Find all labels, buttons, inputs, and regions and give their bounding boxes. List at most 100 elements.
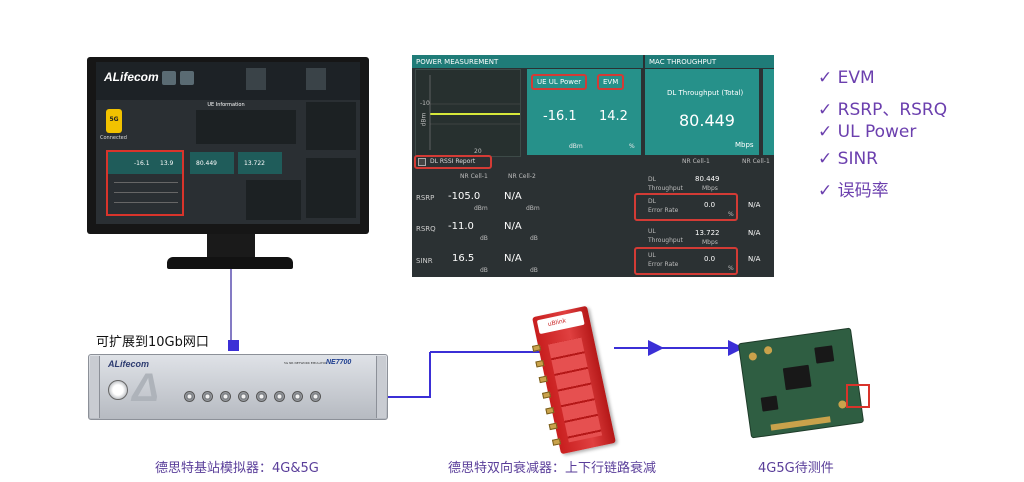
power-measurement-header: POWER MEASUREMENT <box>412 55 643 68</box>
base-station-simulator <box>88 354 388 420</box>
dl-error-rate-cell2: N/A <box>748 201 761 209</box>
evm-value: 14.2 <box>599 109 628 124</box>
caption-dut: 4G5G待测件 <box>758 461 834 476</box>
dl-throughput-total-unit: Mbps <box>735 141 754 149</box>
rsrp-unit: dBm <box>474 205 488 212</box>
x-tick: 20 <box>474 148 482 155</box>
measurement-panel: POWER MEASUREMENT MAC THROUGHPUT -10 dBm… <box>412 55 774 277</box>
screen-dl-tput: 80.449 <box>196 160 217 167</box>
sma-connector-icon <box>548 422 558 431</box>
rf-port-icon <box>310 391 321 402</box>
ethernet-port-icon <box>228 340 239 351</box>
next-tile-edge <box>763 69 774 155</box>
chip-icon <box>814 345 835 364</box>
screen-info-table <box>196 110 296 144</box>
mac-throughput-header: MAC THROUGHPUT <box>645 55 774 68</box>
sma-connector-icon <box>545 406 555 415</box>
dl-error-rate-value: 0.0 <box>704 201 716 209</box>
ul-error-rate-cell2: N/A <box>748 255 761 263</box>
rf-port-icon <box>202 391 213 402</box>
rsrq-cell2-value: N/A <box>504 221 522 232</box>
base-station-brand: ALifecom <box>108 359 150 369</box>
dl-throughput-total-value: 80.449 <box>679 111 735 130</box>
rssi-report-label: DL RSSI Report <box>430 158 476 165</box>
screen-evm: 13.9 <box>160 160 174 167</box>
sma-connector-icon <box>541 391 552 399</box>
rssi-report-box <box>414 155 492 169</box>
rsrq-unit: dB <box>480 235 488 242</box>
screen-power-tile: -16.1 13.9 <box>108 152 182 174</box>
sma-connector-icon <box>551 438 562 446</box>
sma-connector-icon <box>763 345 773 355</box>
pcie-edge-connector <box>770 416 831 431</box>
tower-icon <box>246 68 266 90</box>
rssi-checkbox[interactable] <box>418 158 426 166</box>
dl-error-rate-label: DL Error Rate <box>648 198 679 214</box>
sma-connector-icon <box>535 359 545 368</box>
screen-ul-tile: 13.722 <box>238 152 282 174</box>
ul-throughput-cell2: N/A <box>748 229 761 237</box>
rack-ear-right <box>376 356 386 418</box>
rack-ear-left <box>90 356 100 418</box>
screen-brand-logo: ALifecom <box>104 70 159 84</box>
chip-icon <box>760 395 779 412</box>
power-button-icon <box>108 380 128 400</box>
screen-highlight-box <box>106 150 184 216</box>
monitor-screen: ALifecom UE Information 5G Connected -16… <box>96 62 360 224</box>
screen-ul-tput: 13.722 <box>244 160 265 167</box>
mac-nr-cell-1-header: NR Cell-1 <box>682 158 710 165</box>
dl-throughput-label: DL Throughput <box>648 176 683 192</box>
check-item-ul-power: ✓ UL Power <box>818 122 917 142</box>
check-item-evm: ✓ EVM <box>818 68 875 88</box>
check-item-rsrp-rsrq: ✓ RSRP、RSRQ <box>818 100 948 120</box>
check-item-error-rate: ✓ 误码率 <box>818 181 889 201</box>
ul-throughput-unit: Mbps <box>702 239 718 246</box>
ul-error-rate-value: 0.0 <box>704 255 716 263</box>
rf-port-icon <box>238 391 249 402</box>
dut-highlight-box <box>846 384 870 408</box>
check-item-sinr: ✓ SINR <box>818 149 878 169</box>
nr-cell-2-header: NR Cell-2 <box>508 173 536 180</box>
rf-port-icon <box>256 391 267 402</box>
sinr-cell2-value: N/A <box>504 253 522 264</box>
rf-port-icon <box>184 391 195 402</box>
sinr-unit: dB <box>480 267 488 274</box>
ul-error-rate-label: UL Error Rate <box>648 252 679 268</box>
network-icon <box>306 68 326 90</box>
dl-error-rate-unit: % <box>728 211 734 218</box>
rsrp-cell2-unit: dBm <box>526 205 540 212</box>
screen-side-list <box>306 102 356 150</box>
mac-nr-cell-1-header-2: NR Cell-1 <box>742 158 770 165</box>
power-unit: dBm <box>569 143 583 150</box>
rsrp-label: RSRP <box>416 194 435 202</box>
screen-line <box>114 192 178 193</box>
rf-port-icon <box>292 391 303 402</box>
screen-line <box>114 202 178 203</box>
badge-5g: 5G <box>106 109 122 133</box>
screen-ul-power: -16.1 <box>134 160 150 167</box>
expand-label: 可扩展到10Gb网口 <box>96 335 209 350</box>
rsrp-value: -105.0 <box>448 191 481 202</box>
ul-error-rate-unit: % <box>728 265 734 272</box>
attenuator-label-plate: uBlink <box>536 310 585 335</box>
rsrq-label: RSRQ <box>416 225 436 233</box>
rsrp-cell2-value: N/A <box>504 191 522 202</box>
stop-icon <box>180 71 194 85</box>
dut-board <box>737 327 865 439</box>
evm-unit: % <box>629 143 635 150</box>
power-tile: UE UL Power EVM -16.1 14.2 dBm % <box>527 69 641 155</box>
play-icon <box>162 71 176 85</box>
evm-label: EVM <box>597 74 625 90</box>
base-station-model: NE7700 <box>326 359 352 366</box>
base-station-subtitle: 5G NR NETWORK EMULATOR <box>284 361 328 365</box>
chip-icon <box>782 364 812 391</box>
rf-port-icon <box>220 391 231 402</box>
ul-throughput-label: UL Throughput <box>648 228 683 244</box>
sma-connector-icon <box>532 344 542 352</box>
screen-panel-title: UE Information <box>207 102 245 108</box>
dl-throughput-unit: Mbps <box>702 185 718 192</box>
rsrq-cell2-unit: dB <box>530 235 538 242</box>
dl-throughput-tile: DL Throughput (Total) 80.449 Mbps <box>645 69 759 155</box>
dl-error-rate-box <box>634 193 738 221</box>
base-station-emblem-icon: Δ <box>132 366 159 410</box>
